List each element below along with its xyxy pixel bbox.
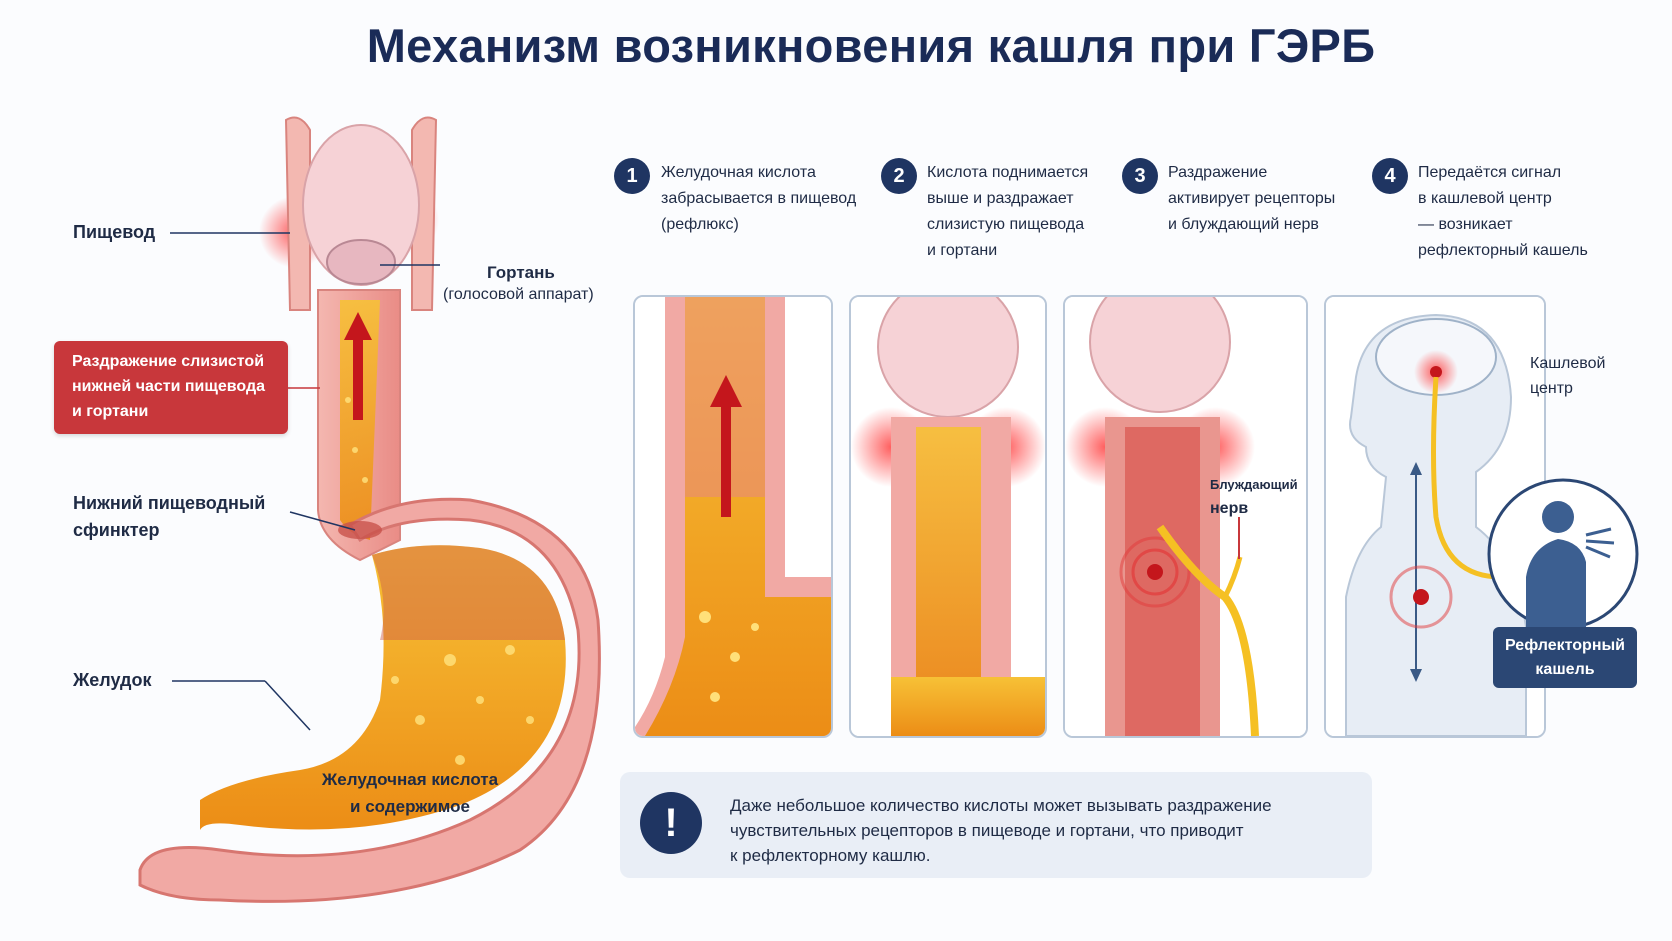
throat-wall-left [284,116,311,311]
step-line: (рефлюкс) [661,216,739,233]
sphincter-line: сфинктер [73,520,160,540]
irritation-line: нижней части пищевода [72,378,266,395]
step-line: Раздражение [1168,164,1268,181]
step-line: забрасывается в пищевод [661,190,857,207]
acid-line: и содержимое [350,797,470,816]
step-line: выше и раздражает [927,190,1074,207]
panel-larynx-illustration [851,297,1045,736]
step-line: Желудочная кислота [661,164,816,181]
note-line: чувствительных рецепторов в пищеводе и г… [730,821,1244,840]
sphincter-shape [338,521,382,539]
irritation-callout: Раздражение слизистой нижней части пищев… [54,341,288,434]
note-box [620,772,1372,878]
panel-reflux [633,295,833,738]
pointer-line [264,680,311,731]
receptor-target [1119,536,1191,608]
reflex-line: кашель [1535,661,1595,678]
reflex-line: Рефлекторный [1505,637,1625,654]
acid-bubbles [345,397,534,765]
page-title: Механизм возникновения кашля при ГЭРБ [366,19,1376,72]
step-1-text: Желудочная кислота забрасывается в пищев… [661,160,856,238]
step-line: слизистую пищевода [927,216,1085,233]
label-larynx-sub: (голосовой аппарат) [443,286,594,303]
step-1-number: 1 [614,158,650,194]
step-line: активирует рецепторы [1168,190,1336,207]
stomach-upper-lining [372,545,565,640]
panel-vagus-nerve [1063,295,1308,738]
step-2-number: 2 [881,158,917,194]
note-line: Даже небольшое количество кислоты может … [730,796,1272,815]
step-4-text: Передаётся сигнал в кашлевой центр — воз… [1418,160,1588,264]
vagus-label-top: Блуждающий [1210,477,1298,492]
step-line: Передаётся сигнал [1418,164,1562,181]
cough-center-line: Кашлевой [1530,355,1606,372]
note-line: к рефлекторному кашлю. [730,846,931,865]
vagus-label-bottom: нерв [1210,500,1249,517]
stomach-acid [200,545,566,830]
vocal-folds [326,239,396,285]
pointer-line [289,511,356,531]
step-4-number: 4 [1372,158,1408,194]
step-line: рефлекторный кашель [1418,242,1588,259]
step-line: в кашлевой центр [1418,190,1552,207]
panel-larynx-irritation [849,295,1047,738]
step-2-text: Кислота поднимается выше и раздражает сл… [927,160,1088,264]
note-text: Даже небольшое количество кислоты может … [730,793,1350,868]
reflex-cough-badge: Рефлекторный кашель [1493,627,1637,688]
step-line: и блуждающий нерв [1168,216,1319,233]
panel-reflux-illustration [635,297,831,736]
irritation-line: и гортани [72,403,149,420]
cough-center-line: центр [1530,380,1573,397]
step-3-text: Раздражение активирует рецепторы и блужд… [1168,160,1335,238]
step-line: и гортани [927,242,998,259]
step-line: Кислота поднимается [927,164,1089,181]
step-line: — возникает [1418,216,1513,233]
cough-center-label: Кашлевой центр [1530,351,1605,401]
acid-line: Желудочная кислота [321,770,499,789]
label-acid: Желудочная кислота и содержимое [300,766,520,820]
up-arrow-icon [344,312,372,420]
stomach-wall [138,497,601,903]
step-3-number: 3 [1122,158,1158,194]
anatomy-illustration [138,116,601,903]
panel-cough-center [1324,295,1546,738]
up-arrow-icon [710,375,742,517]
sphincter-line: Нижний пищеводный [73,493,266,513]
coughing-person-icon [1486,477,1640,631]
label-esophagus: Пищевод [73,222,156,242]
throat-wall-right [411,116,438,311]
exclamation-icon: ! [640,792,702,854]
panel-vagus-illustration [1065,297,1306,736]
irritation-line: Раздражение слизистой [72,353,265,370]
label-stomach: Желудок [73,670,152,690]
label-sphincter: Нижний пищеводный сфинктер [73,490,265,544]
label-larynx: Гортань [487,263,555,282]
